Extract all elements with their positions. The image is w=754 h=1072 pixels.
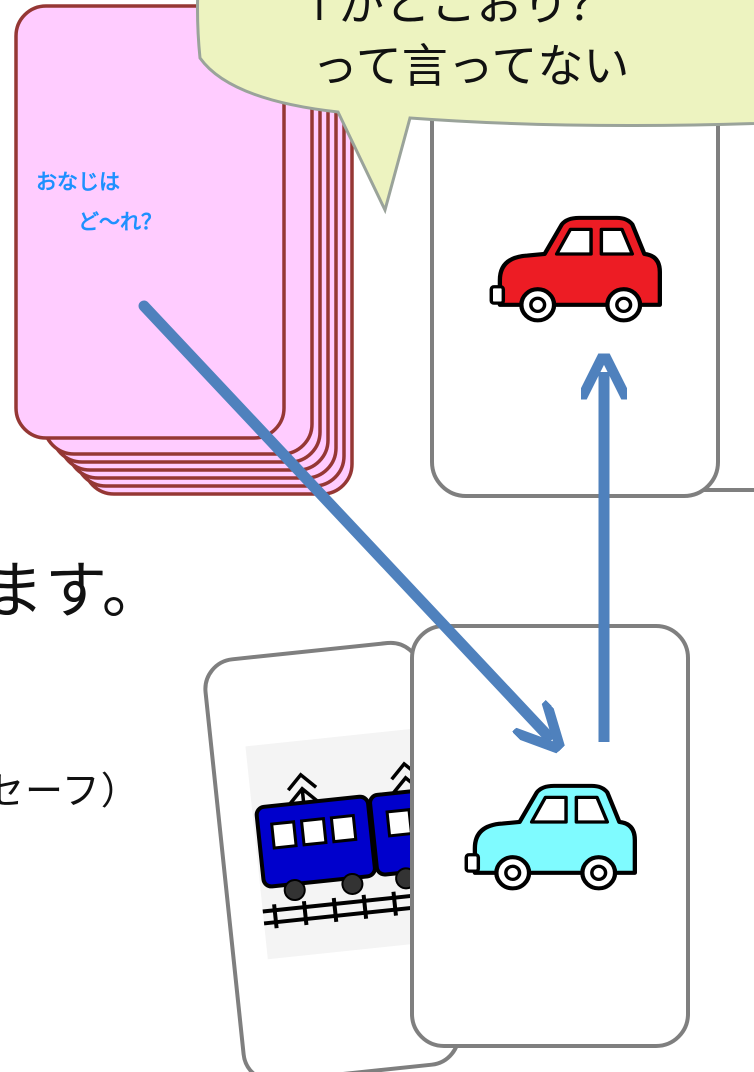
- card-deck[interactable]: [14, 4, 354, 496]
- arrow-deck-to-hand: [138, 300, 548, 736]
- slide-text-line2: セーフ）: [0, 769, 140, 813]
- target-card[interactable]: [430, 68, 720, 498]
- speech-bubble: [196, 0, 754, 215]
- deck-label-line2: ど～れ？: [78, 210, 162, 234]
- speech-bubble-line1: ↑がとこおり？: [300, 0, 615, 31]
- deck-card-top: [14, 4, 286, 440]
- speech-bubble-line2: って言ってない: [312, 39, 630, 93]
- hand-card-car[interactable]: [410, 624, 690, 1048]
- slide-text-line1: ます。: [0, 554, 165, 627]
- deck-label-line1: おなじは: [36, 170, 120, 194]
